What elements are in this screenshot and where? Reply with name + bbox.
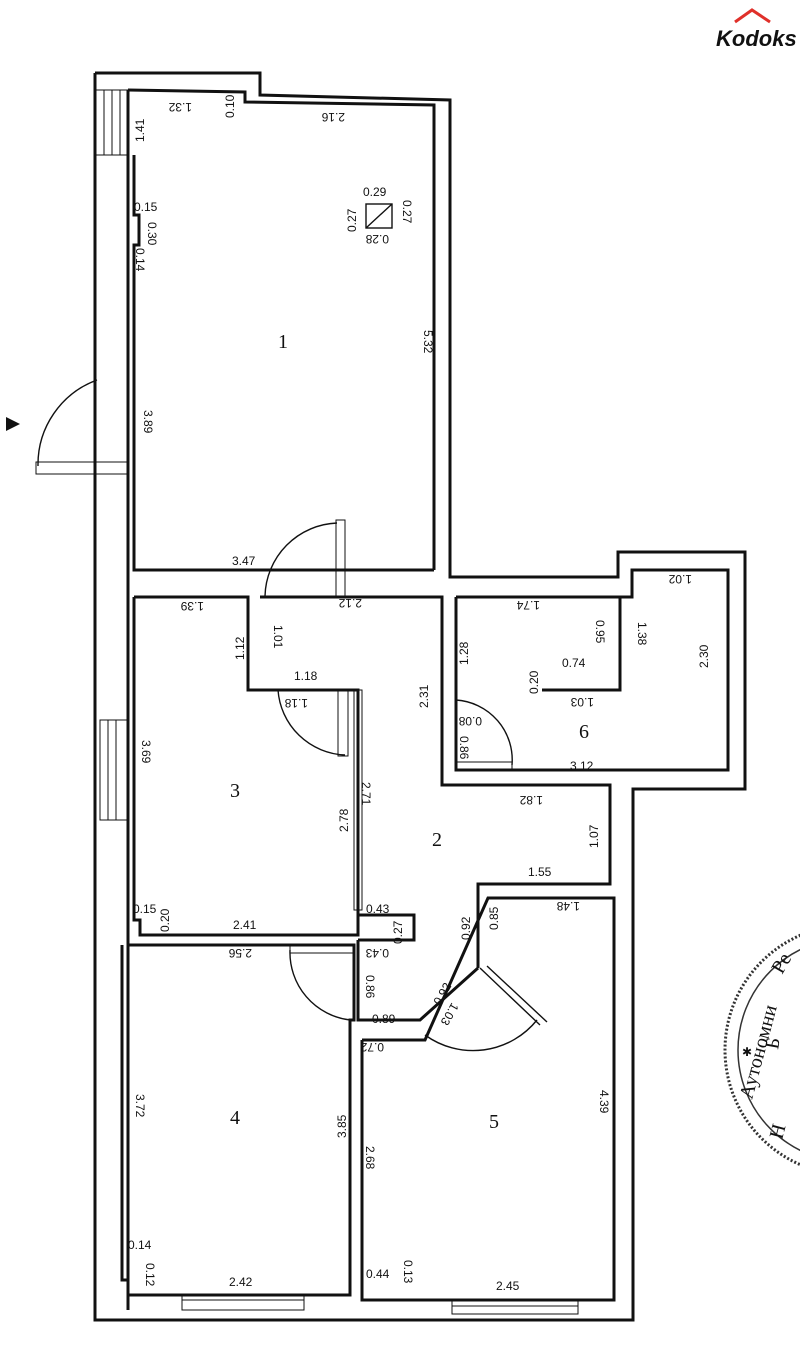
dim-label: 0.13 [401,1260,415,1284]
dim-label: 2.41 [233,918,257,932]
dim-label: 0.43 [365,946,389,960]
dim-label: 4.39 [597,1090,611,1114]
dim-label: 1.32 [168,100,192,114]
dim-label: 0.85 [487,906,501,930]
room-label-2: 2 [432,829,442,851]
window-room-4 [181,1293,305,1311]
stamp-star-icon: ✱ [742,1045,752,1059]
dim-label: 2.45 [496,1279,520,1293]
dim-label: 0.14 [128,1238,152,1252]
dim-label: 5.32 [421,330,435,354]
dim-label: 0.08 [458,714,482,728]
room-3-walls [132,595,363,937]
dim-label: 3.72 [133,1094,147,1118]
dim-label: 2.78 [337,808,351,832]
dim-label: 2.71 [359,782,373,806]
dim-label: 2.56 [228,946,252,960]
dim-label: 0.86 [457,736,471,760]
dim-label: 3.85 [335,1114,349,1138]
dim-label: 0.86 [363,975,377,999]
dim-label: 0.12 [143,1263,157,1287]
dim-label: 2.30 [697,644,711,668]
room-6-walls [454,568,730,772]
dim-label: 0.30 [145,222,159,246]
room-label-3: 3 [230,780,240,802]
dim-label: 0.10 [223,94,237,118]
dim-label: 2.16 [321,110,345,124]
window-room-1 [95,89,129,156]
dim-label: 0.28 [365,232,389,246]
dim-label: 0.44 [366,1267,390,1281]
dim-label: 3.89 [141,410,155,434]
dim-label: 1.28 [457,641,471,665]
room-1-walls [132,155,434,572]
dim-label: 2.31 [417,684,431,708]
dim-label: 1.02 [668,572,692,586]
dim-label: 3.47 [232,554,256,568]
official-stamp: Ре Аутономни Б Н ✱ [723,933,800,1167]
dim-label: 1.03 [570,695,594,709]
dim-label: 1.01 [271,625,285,649]
room-4-walls [120,943,356,1297]
outer-walls [93,71,747,1322]
dim-label: 0.15 [133,902,157,916]
dim-label: 1.38 [635,622,649,646]
room-label-1: 1 [278,331,288,353]
dim-label: 1.18 [284,696,308,710]
dim-label: 1.55 [528,865,552,879]
window-room-3 [99,719,129,821]
dim-label: 1.39 [180,599,204,613]
window-room-5 [451,1299,579,1315]
entrance-arrow-icon [6,417,20,431]
dim-label: 0.29 [363,185,387,199]
dim-label: 0.95 [593,620,607,644]
dim-label: 0.15 [134,200,158,214]
room-label-6: 6 [579,721,589,743]
dim-label: 2.42 [229,1275,253,1289]
dim-label: 0.43 [366,902,390,916]
dim-label: 0.14 [133,248,147,272]
dim-label: 0.20 [527,670,541,694]
dim-label: 2.68 [363,1146,377,1170]
kodoks-logo: Kodoks [716,8,797,51]
dim-label: 1.48 [556,899,580,913]
dim-label: 1.07 [587,824,601,848]
dim-label: 1.12 [233,636,247,660]
dim-label: 0.72 [360,1040,384,1054]
logo-roof-icon [734,8,771,24]
room-5-walls [360,896,616,1302]
logo-text: Kodoks [716,26,797,51]
dim-label: 0.20 [158,908,172,932]
dim-label: 3.69 [139,740,153,764]
dim-label: 0.92 [459,916,473,940]
room-label-4: 4 [230,1107,240,1129]
dim-label: 2.12 [338,596,362,610]
hall-walls [260,595,612,1022]
dim-label: 1.18 [294,669,318,683]
door-room-1-hall [264,519,346,597]
dim-label: 0.89 [372,1012,396,1026]
room-label-5: 5 [489,1111,499,1133]
entrance-door [35,379,129,475]
dim-label: 0.27 [391,920,405,944]
dim-label: 0.27 [345,208,359,232]
dim-label: 3.12 [570,759,594,773]
dim-label: 1.82 [519,793,543,807]
dim-label: 0.27 [400,200,414,224]
dim-label: 1.41 [133,118,147,142]
stamp-text: Б [761,1036,785,1051]
dim-label: 1.74 [516,598,540,612]
stamp-text: Н [766,1122,791,1142]
dim-label: 0.74 [562,656,586,670]
